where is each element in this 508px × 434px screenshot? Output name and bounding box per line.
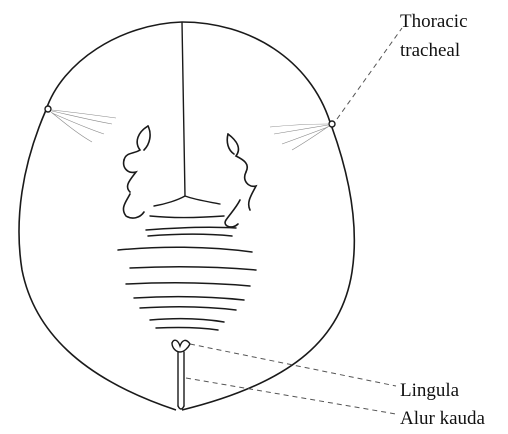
label-thoracic: Thoracic [400, 11, 468, 33]
appendages-left [123, 126, 150, 218]
body-outline-right [182, 22, 354, 410]
tracheal-furrow-left [51, 110, 116, 142]
abdominal-segments [118, 227, 256, 330]
leader-lines [186, 28, 402, 414]
spiracle-right [329, 121, 335, 127]
median-line [182, 22, 185, 196]
tracheal-furrow-right [270, 124, 329, 150]
leader-alur-kauda [186, 378, 396, 414]
leader-thoracic [337, 28, 402, 119]
label-tracheal: tracheal [400, 40, 460, 62]
mouthparts [150, 196, 224, 218]
spiracle-left [45, 106, 51, 112]
lingula-structure [172, 340, 190, 409]
label-lingula: Lingula [400, 380, 459, 402]
appendages-right [225, 134, 256, 227]
label-alur-kauda: Alur kauda [400, 408, 485, 430]
